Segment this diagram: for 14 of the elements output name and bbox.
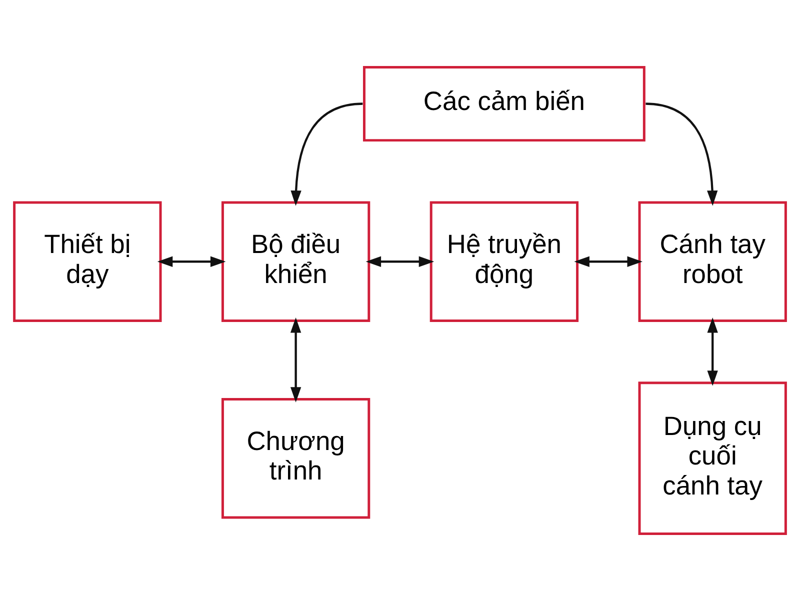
node-box: Cánh tay robot [638,200,787,322]
node-box: Dụng cụ cuối cánh tay [638,381,787,535]
node-box: Hệ truyền động [430,200,579,322]
node-box: Các cảm biến [362,65,646,142]
arrow [646,102,718,206]
node-box: Chương trình [221,398,370,518]
arrow [366,256,434,266]
arrow [157,256,226,266]
arrow [290,102,363,206]
arrow [290,316,302,402]
arrow [707,316,718,386]
arrow [574,256,643,266]
node-box: Bộ điều khiển [221,200,370,322]
node-box: Thiết bị dạy [13,200,162,322]
